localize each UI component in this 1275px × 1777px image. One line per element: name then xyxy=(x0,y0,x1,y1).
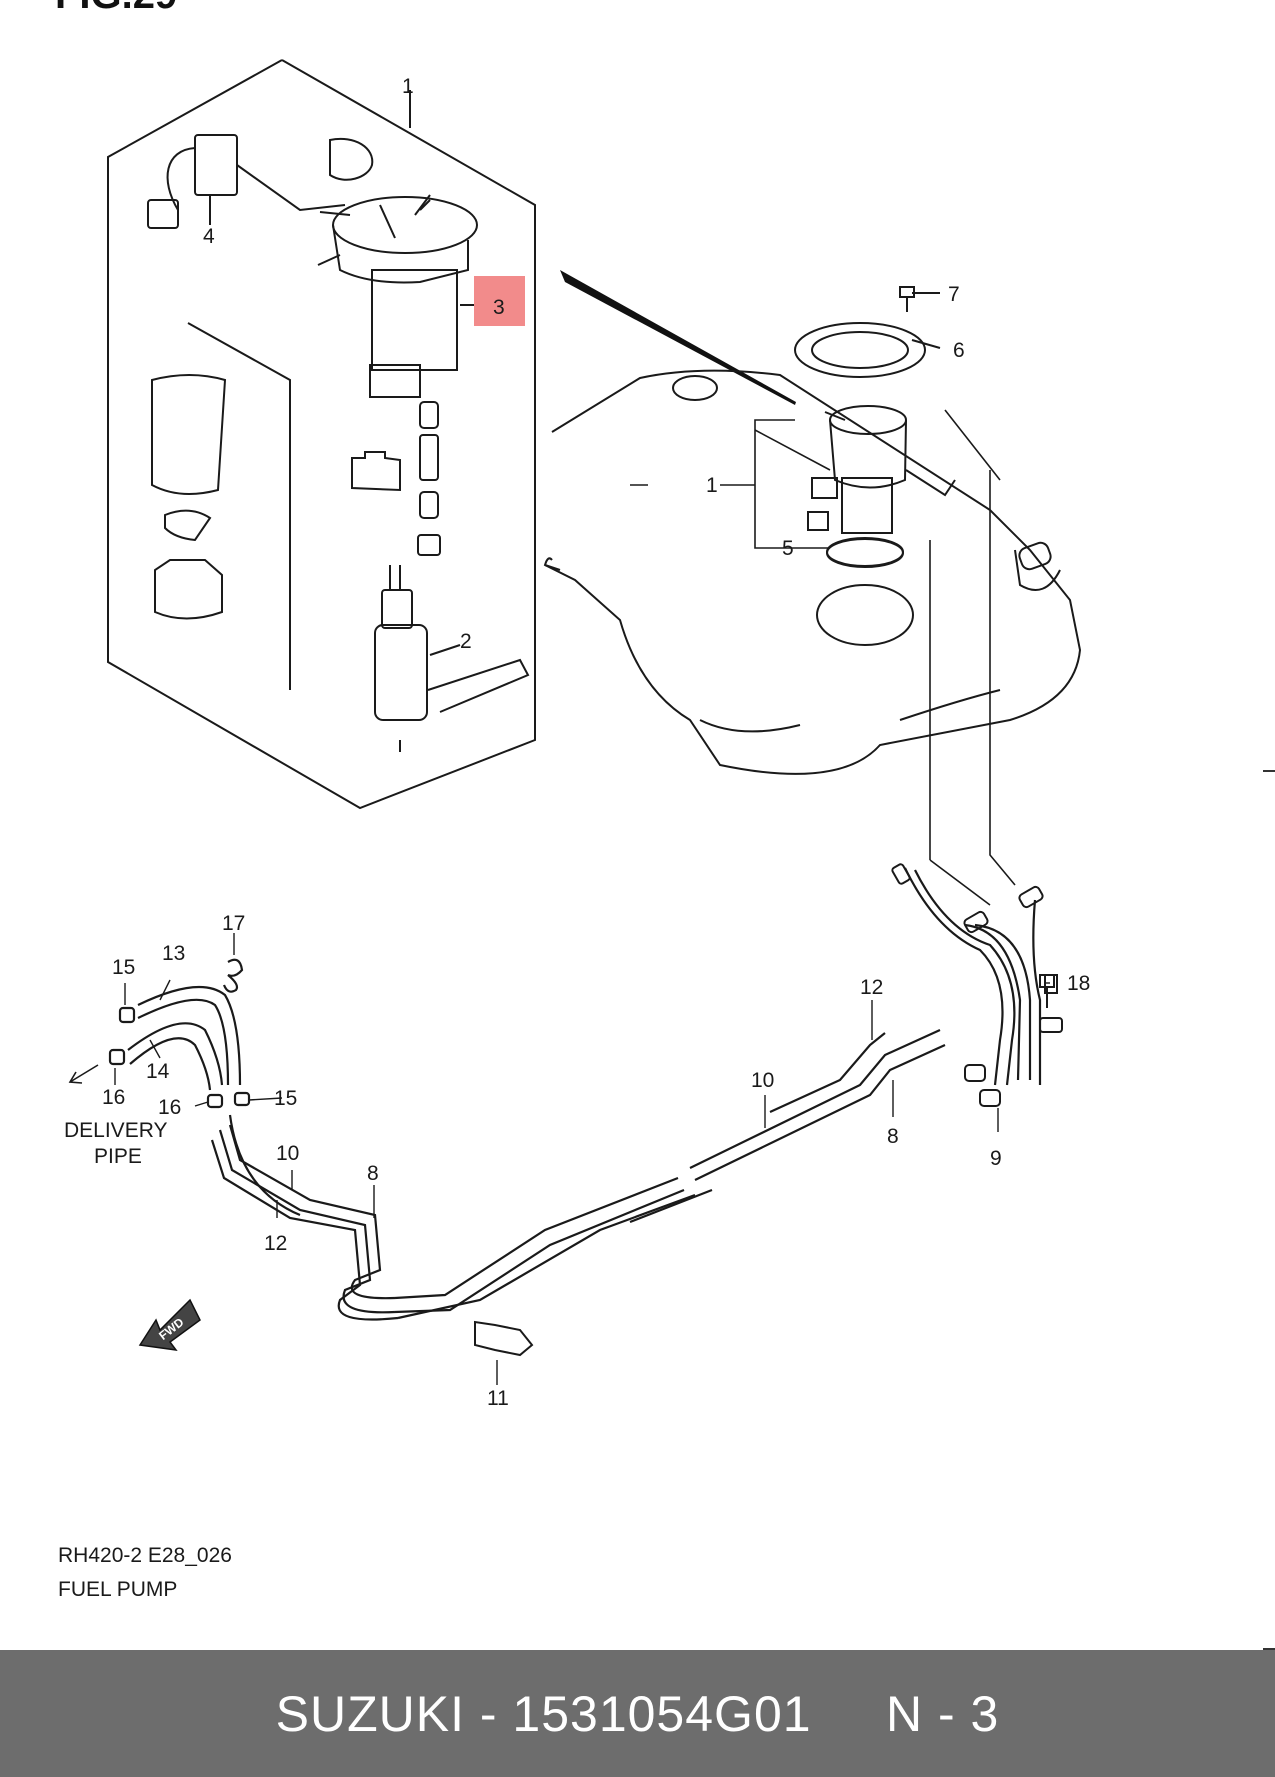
lower-leaders xyxy=(114,484,1050,1385)
fuel-pump-module-icon xyxy=(317,194,490,398)
fuel-pump-icon xyxy=(374,565,530,721)
installed-pump-icon xyxy=(807,405,956,567)
footer-part-number: SUZUKI - 1531054G01 N - 3 xyxy=(275,1685,1000,1742)
hoses-icon xyxy=(108,958,251,1109)
callout-17: 17 xyxy=(222,912,245,935)
leader-wedge xyxy=(560,270,796,405)
callout-12-left: 12 xyxy=(264,1232,287,1255)
edge-mark xyxy=(1263,770,1275,772)
drawing-title: FUEL PUMP xyxy=(58,1578,177,1601)
callout-leaders xyxy=(720,409,1016,906)
bolt-icon xyxy=(899,286,941,349)
callout-1-right: 1 xyxy=(706,474,718,497)
callout-3: 3 xyxy=(493,296,505,319)
callout-9: 9 xyxy=(990,1147,1002,1170)
callout-16-left: 16 xyxy=(102,1086,125,1109)
delivery-pipe-line2: PIPE xyxy=(94,1145,142,1168)
callout-11: 11 xyxy=(487,1387,509,1410)
highlight-part-3 xyxy=(474,276,525,326)
fwd-arrow-icon: FWD xyxy=(138,1298,201,1351)
callout-7: 7 xyxy=(948,283,960,306)
parts-diagram: FIG.29 xyxy=(55,0,1090,1601)
retainer-ring-icon xyxy=(794,322,926,568)
callout-15-left: 15 xyxy=(112,956,135,979)
callout-12-right: 12 xyxy=(860,976,883,999)
callout-10-left: 10 xyxy=(276,1142,299,1165)
delivery-pipe-line1: DELIVERY xyxy=(64,1119,168,1142)
callout-10-right: 10 xyxy=(751,1069,774,1092)
callout-1-top: 1 xyxy=(402,75,414,98)
callout-13: 13 xyxy=(162,942,185,965)
fuel-tank-icon xyxy=(543,369,1082,775)
callout-16-mid: 16 xyxy=(158,1096,181,1119)
fuel-level-sender-icon xyxy=(147,134,374,229)
callout-2: 2 xyxy=(460,630,472,653)
edge-mark xyxy=(1263,1648,1275,1650)
bolt-18-icon xyxy=(1039,974,1055,1008)
bracket-parts-icon xyxy=(151,374,227,620)
callout-6: 6 xyxy=(953,339,965,362)
callout-18: 18 xyxy=(1067,972,1090,995)
callout-8-right: 8 xyxy=(887,1125,899,1148)
assembly-box xyxy=(107,59,536,810)
filter-parts-icon xyxy=(351,401,441,556)
delivery-direction-arrow xyxy=(68,1064,99,1084)
drawing-code: RH420-2 E28_026 xyxy=(58,1544,232,1567)
callout-5: 5 xyxy=(782,537,794,560)
callout-8-left: 8 xyxy=(367,1162,379,1185)
figure-title: FIG.29 xyxy=(55,0,177,17)
callout-14: 14 xyxy=(146,1060,170,1083)
callout-4: 4 xyxy=(203,225,215,248)
fuel-lines-icon xyxy=(210,867,1042,1321)
callout-15-right: 15 xyxy=(274,1087,297,1110)
footer-bar: SUZUKI - 1531054G01 N - 3 xyxy=(0,1650,1275,1777)
